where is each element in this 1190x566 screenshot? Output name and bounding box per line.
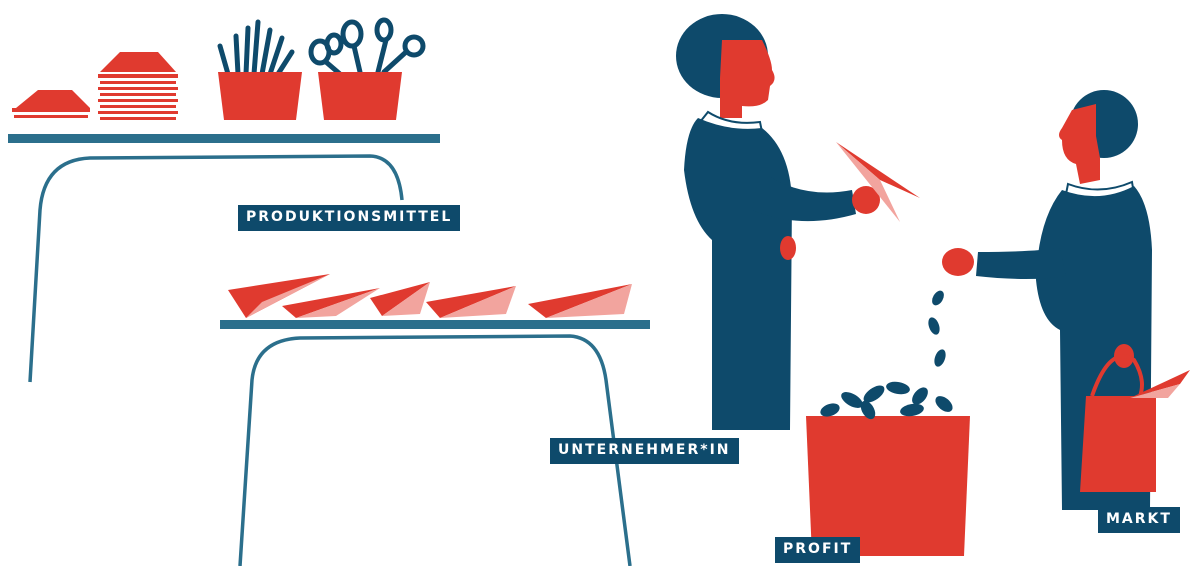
paper-plane-icon: [370, 282, 430, 316]
paper-plane-icon: [528, 284, 632, 318]
paper-plane-icon: [228, 274, 330, 318]
profit-bucket: [806, 290, 970, 556]
paper-plane-icon: [282, 288, 380, 318]
label-profit: PROFIT: [775, 537, 861, 563]
scissors-cup-icon: [308, 17, 426, 120]
paper-stack-icon: [98, 52, 178, 120]
bean-icon: [820, 290, 953, 420]
label-markt: MARKT: [1098, 507, 1180, 533]
product-table: [220, 320, 650, 566]
paper-plane-icon: [426, 286, 516, 318]
paper-stack-icon: [12, 90, 90, 118]
production-table: [8, 134, 440, 383]
pencil-cup-icon: [217, 19, 302, 120]
shopping-bag-icon: [1080, 354, 1190, 492]
label-unternehmer: UNTERNEHMER*IN: [550, 438, 739, 464]
entrepreneur-figure: [676, 14, 880, 430]
paper-plane-icon: [836, 142, 920, 222]
label-produktionsmittel: PRODUKTIONSMITTEL: [238, 205, 461, 231]
